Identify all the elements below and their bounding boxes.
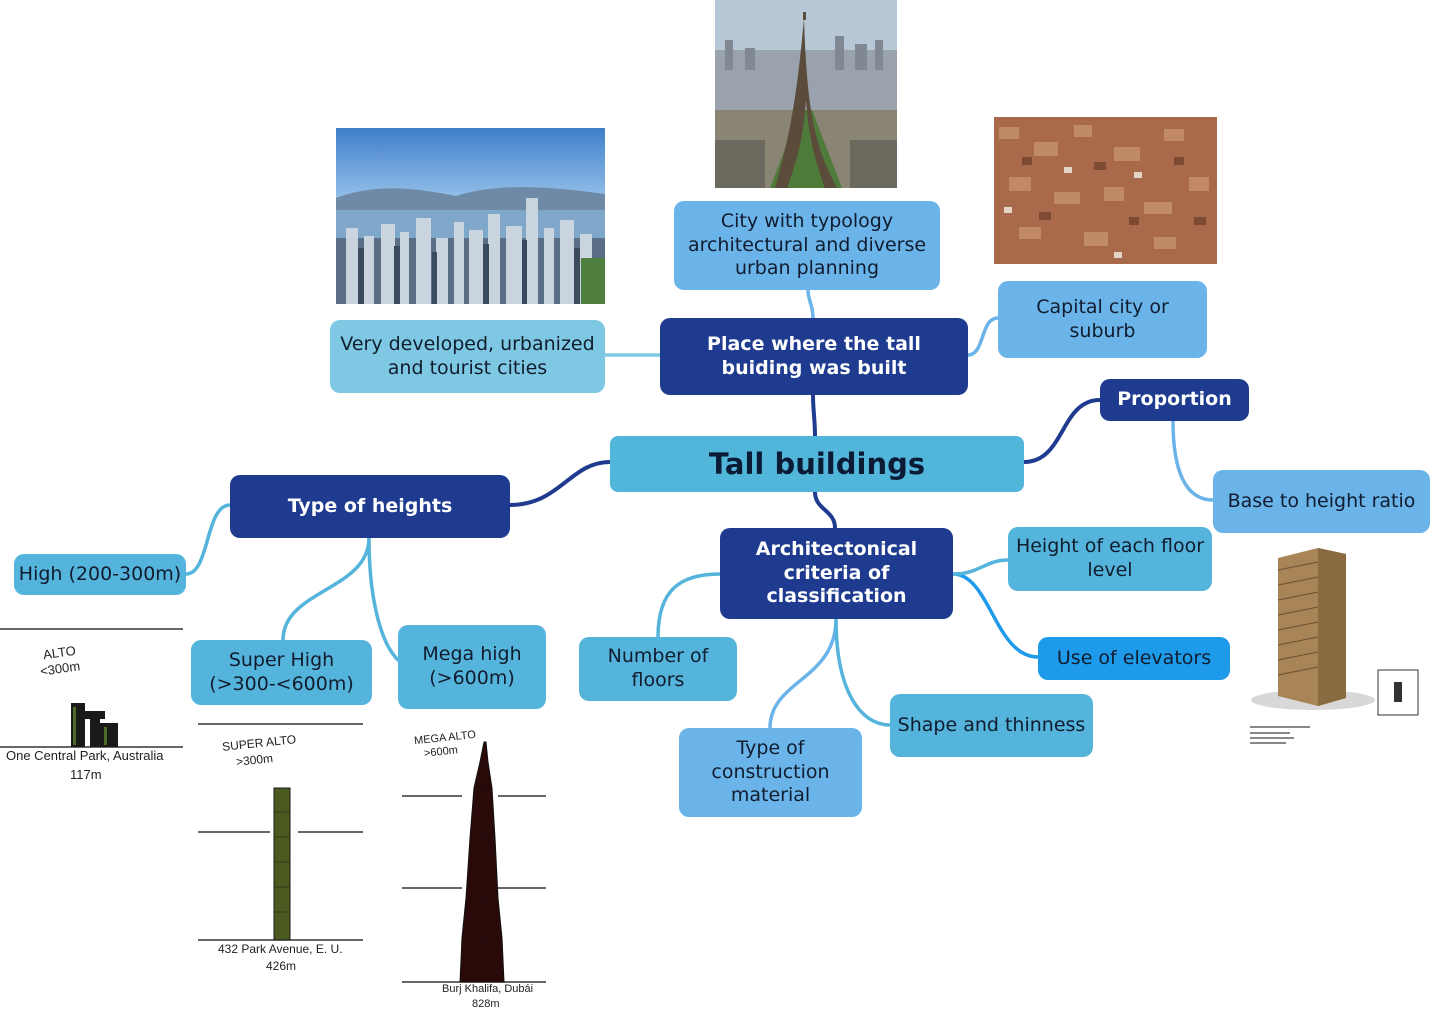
- photo-skyline: [336, 128, 605, 304]
- node-mega-high[interactable]: Mega high (>600m): [398, 625, 546, 709]
- link-place-typology: [806, 288, 815, 320]
- link-criteria-floorheight: [951, 558, 1010, 576]
- link-heights-high: [184, 503, 232, 576]
- node-super-high[interactable]: Super High (>300-<600m): [191, 640, 372, 705]
- link-heights-super: [281, 536, 371, 642]
- node-typology[interactable]: City with typology architectural and div…: [674, 201, 940, 290]
- link-criteria-shape: [834, 617, 892, 727]
- node-proportion[interactable]: Proportion: [1100, 379, 1249, 421]
- mega-alto-building: Burj Khalifa, Dubái: [442, 983, 534, 995]
- alto-height: 117m: [70, 767, 102, 782]
- link-root-criteria: [813, 490, 837, 530]
- link-root-place: [811, 393, 817, 438]
- node-place[interactable]: Place where the tall buiding was built: [660, 318, 968, 395]
- mega-alto-height: 828m: [472, 998, 500, 1010]
- link-heights-mega: [367, 536, 400, 662]
- node-base-ratio[interactable]: Base to height ratio: [1213, 470, 1430, 533]
- node-capital[interactable]: Capital city or suburb: [998, 281, 1207, 358]
- link-criteria-elevators: [951, 572, 1040, 659]
- root-node[interactable]: Tall buildings: [610, 436, 1024, 492]
- node-shape[interactable]: Shape and thinness: [890, 694, 1093, 757]
- node-elevators[interactable]: Use of elevators: [1038, 637, 1230, 680]
- illustration-alto: ALTO <300m One Central Park, Australia 1…: [0, 627, 183, 787]
- node-floors[interactable]: Number of floors: [579, 637, 737, 701]
- node-developed[interactable]: Very developed, urbanized and tourist ci…: [330, 320, 605, 393]
- super-alto-building: 432 Park Avenue, E. U.: [218, 942, 343, 956]
- node-floor-height[interactable]: Height of each floor level: [1008, 527, 1212, 591]
- link-root-proportion: [1022, 398, 1102, 464]
- illustration-super-alto: SUPER ALTO >300m 432 Park Avenue, E. U. …: [198, 722, 363, 977]
- photo-hillside: [994, 117, 1217, 264]
- link-criteria-floors: [656, 572, 722, 639]
- node-material[interactable]: Type of construction material: [679, 728, 862, 817]
- super-alto-height: 426m: [266, 959, 297, 973]
- node-high[interactable]: High (200-300m): [14, 554, 186, 595]
- link-place-capital: [966, 316, 1000, 357]
- tower-render: [1248, 540, 1430, 755]
- link-root-heights: [508, 460, 612, 507]
- node-heights[interactable]: Type of heights: [230, 475, 510, 538]
- alto-building: One Central Park, Australia: [6, 748, 164, 763]
- link-proportion-ratio: [1171, 419, 1215, 502]
- photo-eiffel: [715, 0, 897, 188]
- node-criteria[interactable]: Architectonical criteria of classificati…: [720, 528, 953, 619]
- link-criteria-material: [768, 617, 838, 730]
- illustration-mega-alto: MEGA ALTO >600m Burj Khalifa, Dubái 828m: [400, 728, 546, 1013]
